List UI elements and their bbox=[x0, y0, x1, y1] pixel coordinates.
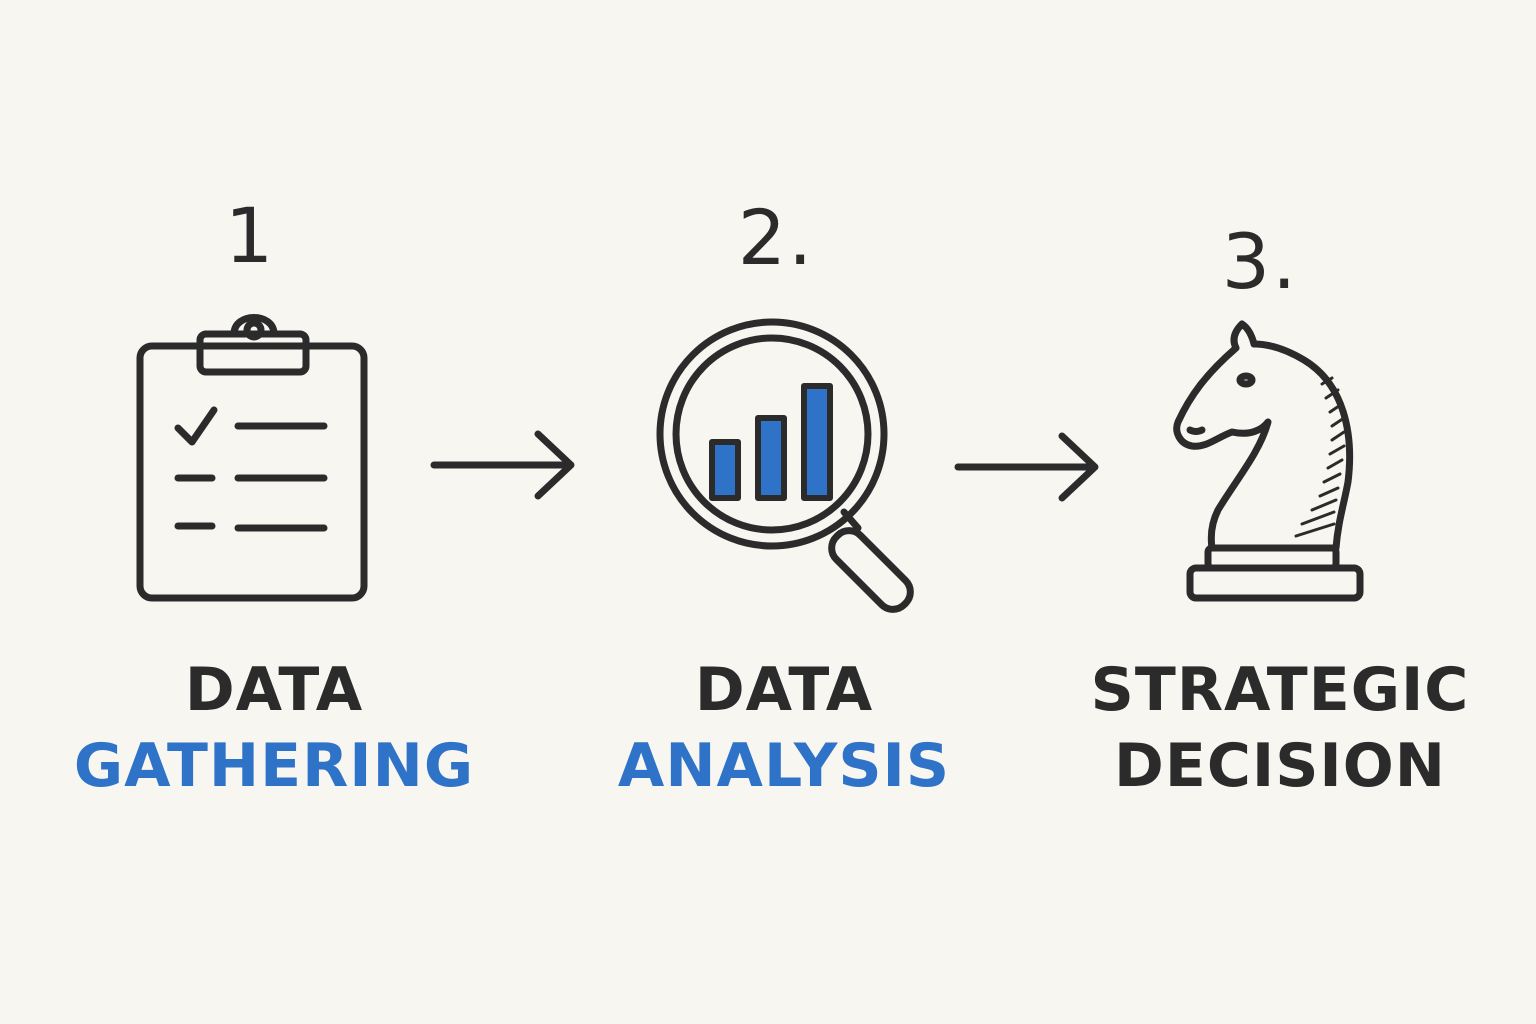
step-3-label-line1: STRATEGIC bbox=[1090, 655, 1470, 725]
clipboard-checklist-icon bbox=[136, 314, 368, 602]
arrow-right-icon bbox=[430, 430, 575, 500]
step-1-label: DATA GATHERING bbox=[64, 652, 484, 804]
step-2-label: DATA ANALYSIS bbox=[574, 652, 994, 804]
step-3-label: STRATEGIC DECISION bbox=[1070, 652, 1490, 804]
step-2-label-line2: ANALYSIS bbox=[617, 731, 951, 801]
step-3-number: 3. bbox=[1221, 217, 1299, 306]
step-1-label-line1: DATA bbox=[184, 655, 364, 725]
step-2-label-line1: DATA bbox=[694, 655, 874, 725]
arrow-right-icon bbox=[954, 432, 1099, 502]
step-1-number: 1 bbox=[224, 191, 276, 280]
step-3-label-line2: DECISION bbox=[1114, 731, 1446, 801]
chess-knight-icon bbox=[1173, 320, 1364, 602]
magnifier-bar-chart-icon bbox=[656, 318, 914, 613]
step-2-number: 2. bbox=[737, 193, 815, 282]
step-1-label-line2: GATHERING bbox=[73, 731, 475, 801]
